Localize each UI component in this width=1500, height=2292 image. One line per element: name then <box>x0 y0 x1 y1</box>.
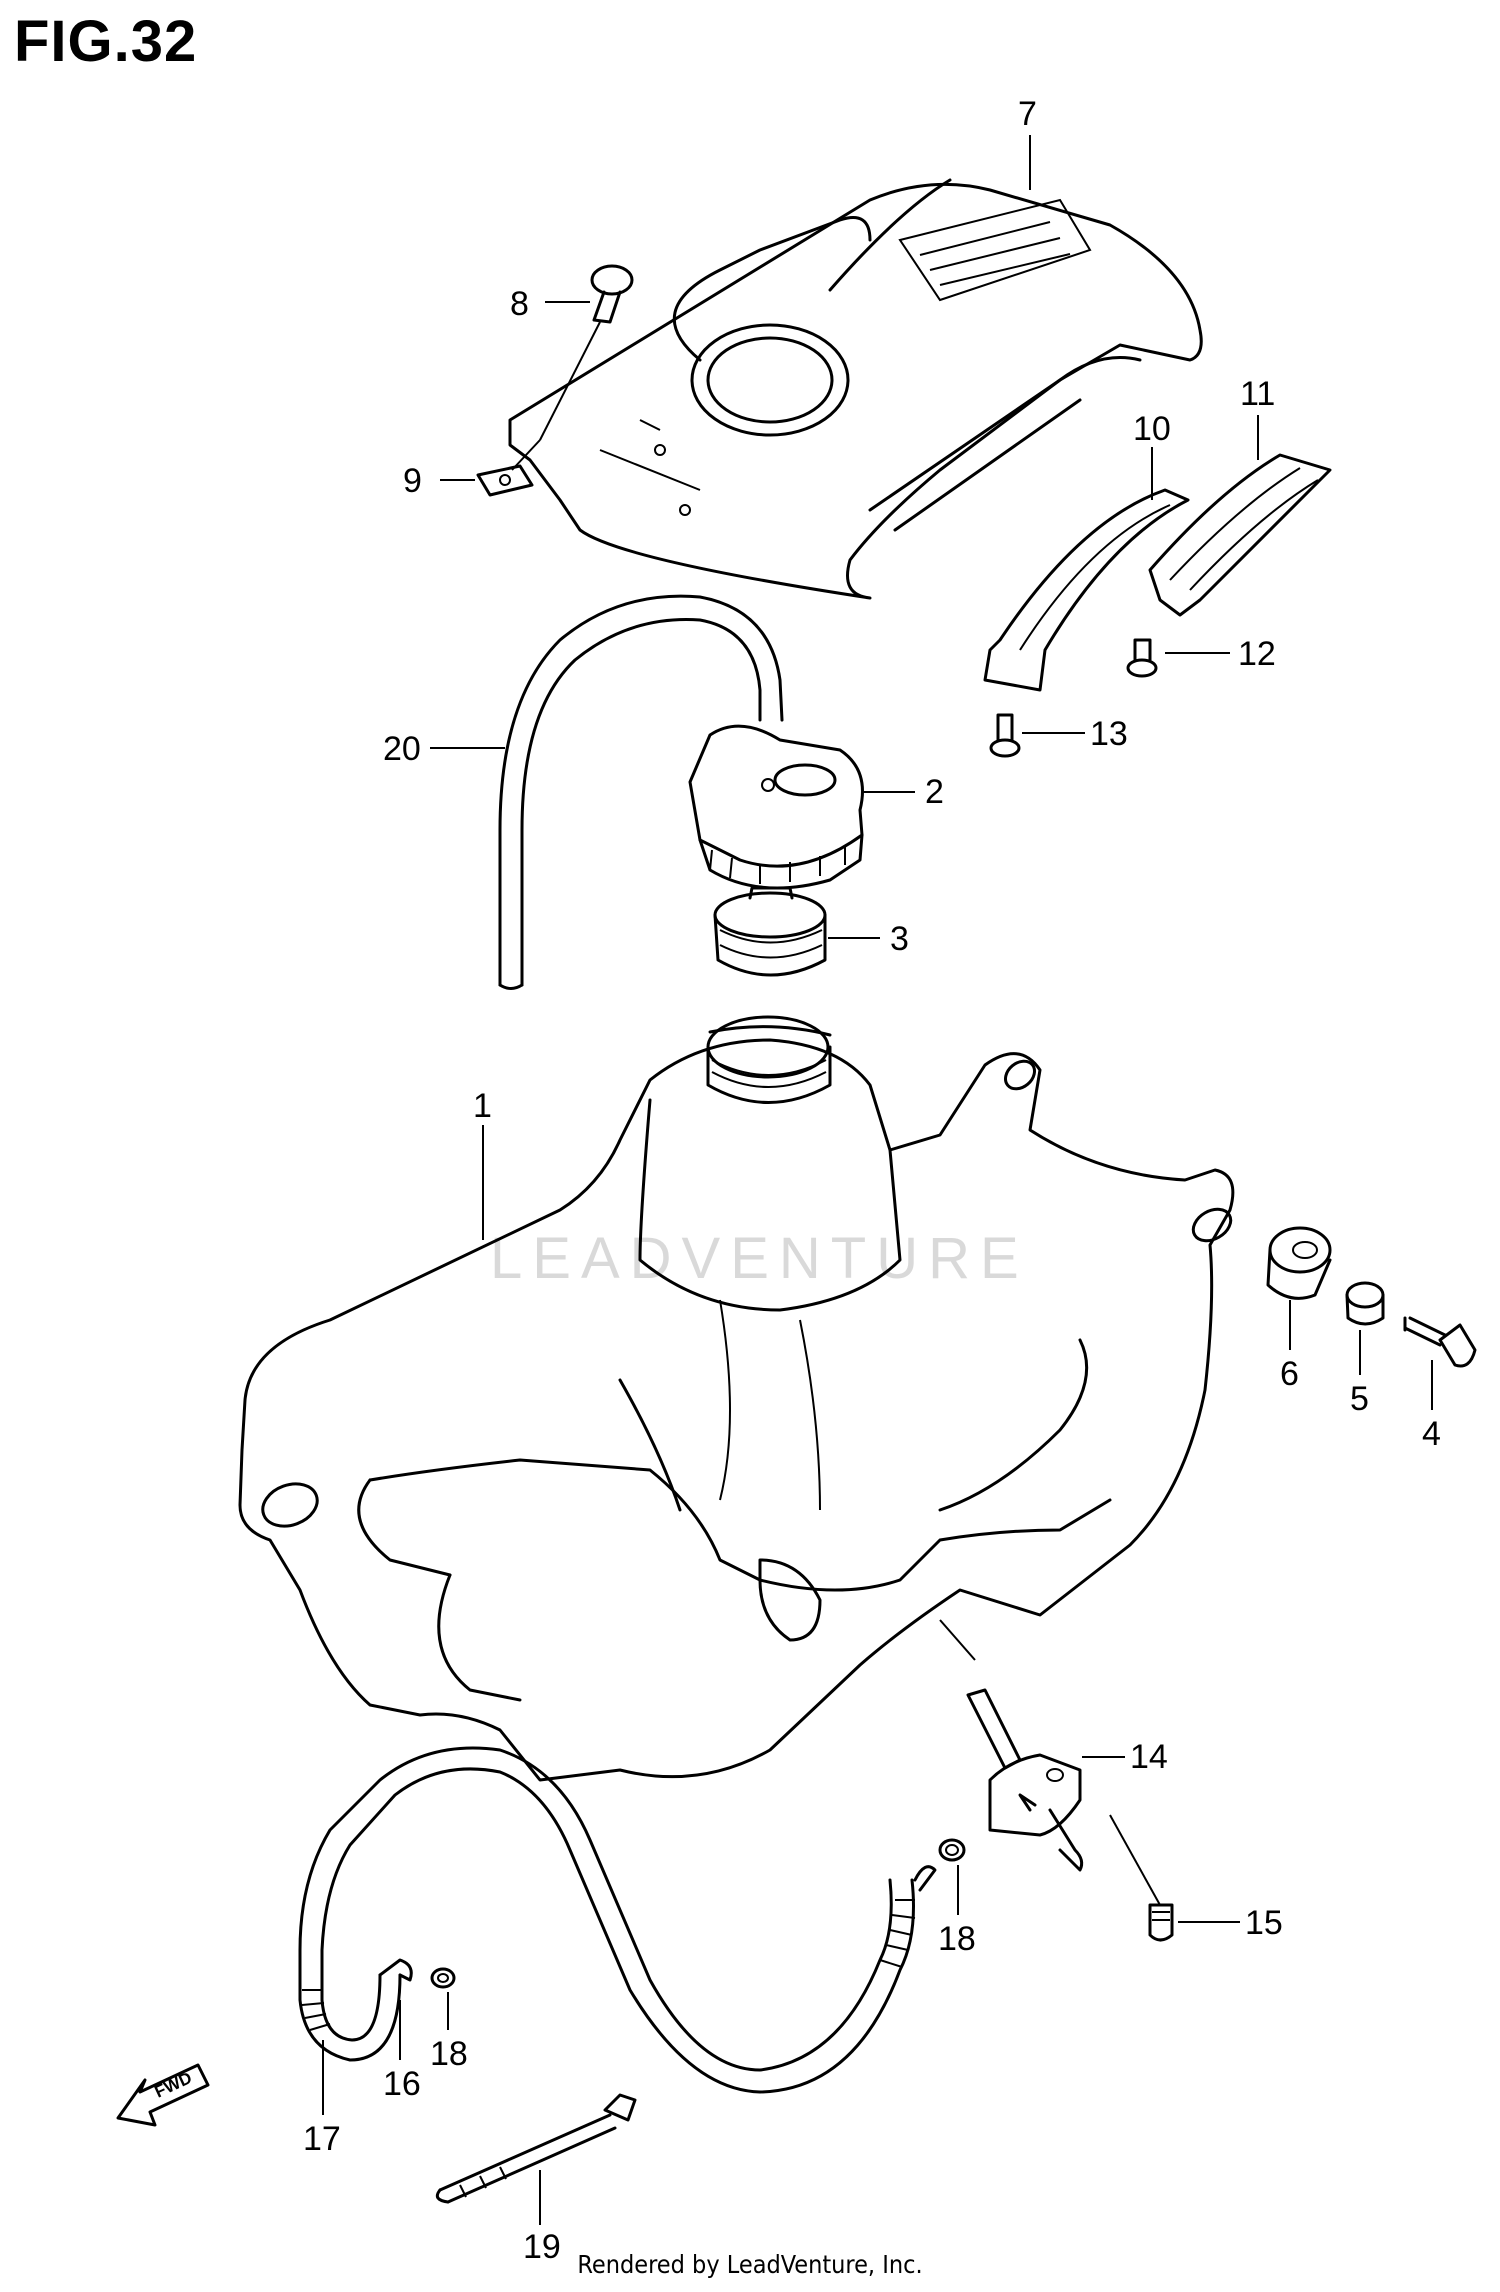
callout-14: 14 <box>1130 1738 1168 1776</box>
callout-11: 11 <box>1240 375 1275 413</box>
callout-17: 17 <box>303 2120 341 2158</box>
callout-20: 20 <box>383 730 421 768</box>
fwd-arrow-icon: FWD <box>116 2063 210 2127</box>
callout-9: 9 <box>403 462 422 500</box>
callout-16: 16 <box>383 2065 421 2103</box>
callout-3: 3 <box>890 920 909 958</box>
part-tank-cover[interactable] <box>508 178 1203 600</box>
callout-5: 5 <box>1350 1380 1369 1418</box>
callout-1: 1 <box>473 1087 492 1125</box>
callout-7: 7 <box>1018 95 1037 133</box>
part-gasket-3[interactable] <box>713 886 827 977</box>
part-fuel-tank-1[interactable] <box>238 1015 1236 1782</box>
callout-18-right: 18 <box>938 1920 976 1958</box>
part-bolt-13[interactable] <box>989 713 1021 758</box>
part-clamp-18-left[interactable] <box>430 1967 456 1989</box>
callout-labels: 7 8 9 10 11 12 13 20 2 3 1 6 5 4 14 15 1… <box>303 95 1441 2266</box>
part-strap-11[interactable] <box>1148 453 1332 617</box>
part-breather-hose-20[interactable] <box>498 594 784 990</box>
part-screw-15[interactable] <box>1148 1903 1174 1942</box>
callout-8: 8 <box>510 285 529 323</box>
callout-10: 10 <box>1133 410 1171 448</box>
callout-2: 2 <box>925 773 944 811</box>
figure-title: FIG.32 <box>14 9 198 74</box>
callout-4: 4 <box>1422 1415 1441 1453</box>
part-fuel-hose-16[interactable] <box>298 1746 937 2094</box>
part-bolt-12[interactable] <box>1126 638 1158 678</box>
leader-lines <box>322 135 1433 2225</box>
callout-19: 19 <box>523 2228 561 2266</box>
callout-15: 15 <box>1245 1904 1283 1942</box>
part-strap-10[interactable] <box>983 488 1190 692</box>
callout-12: 12 <box>1238 635 1276 673</box>
callout-18-left: 18 <box>430 2035 468 2073</box>
footer-credit: Rendered by LeadVenture, Inc. <box>577 2250 923 2279</box>
part-clamp-18-right[interactable] <box>938 1838 966 1862</box>
part-collar-5[interactable] <box>1345 1281 1385 1326</box>
part-fuel-cock-14[interactable] <box>966 1688 1084 1872</box>
part-nut-9[interactable] <box>476 464 534 497</box>
watermark: LEADVENTURE <box>490 1226 1029 1291</box>
fwd-label: FWD <box>152 2068 195 2102</box>
callout-6: 6 <box>1280 1355 1299 1393</box>
part-drain-19[interactable] <box>435 2093 637 2204</box>
part-bolt-4[interactable] <box>1403 1316 1477 1368</box>
part-grommet-6[interactable] <box>1266 1226 1332 1300</box>
part-fuel-cap-2[interactable] <box>688 724 864 890</box>
callout-13: 13 <box>1090 715 1128 753</box>
part-screw-8[interactable] <box>590 264 634 324</box>
